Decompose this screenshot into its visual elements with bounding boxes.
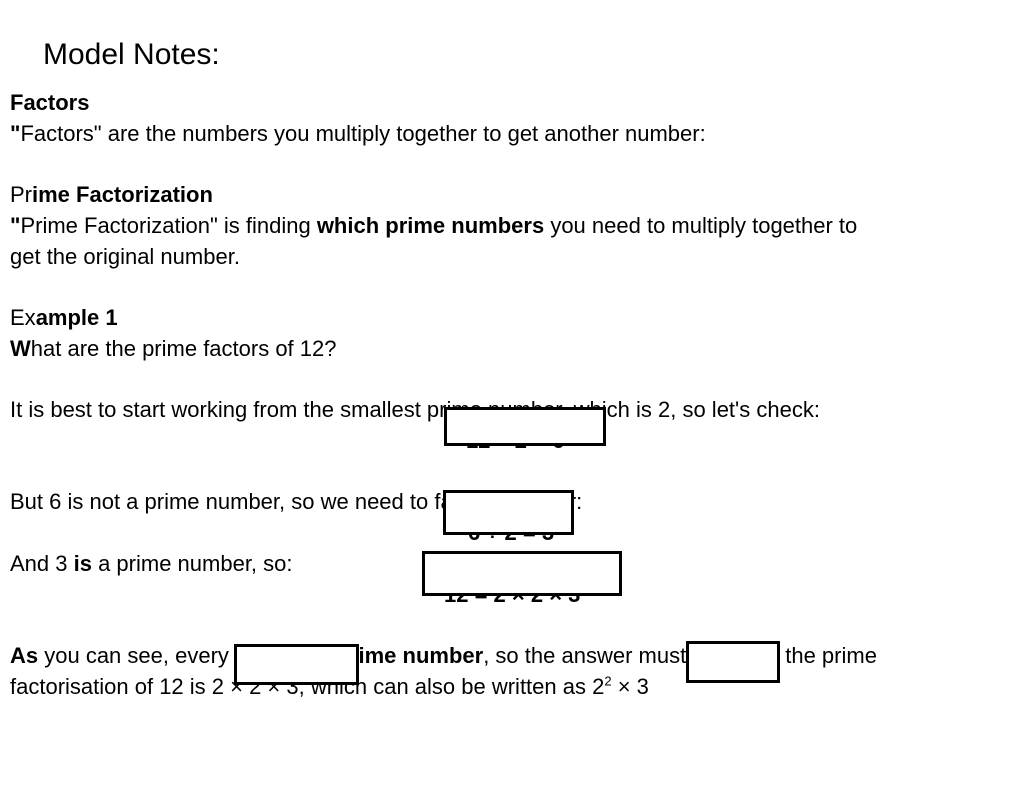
factors-heading-text: Factors — [10, 90, 90, 115]
opening-quote-mark: " — [10, 213, 21, 238]
page-title: Model Notes: — [43, 38, 220, 71]
prime-heading-pre: Pr — [10, 182, 32, 207]
factors-definition: "Factors" are the numbers you multiply t… — [10, 121, 706, 146]
prime-body-post: you need to multiply together to — [544, 213, 858, 238]
example-heading-pre: Ex — [10, 305, 36, 330]
step3-pre: And 3 — [10, 551, 74, 576]
example-step1: It is best to start working from the sma… — [10, 397, 820, 422]
example-question: What are the prime factors of 12? — [10, 336, 337, 362]
answer-cover-box[interactable] — [422, 551, 622, 596]
example-heading-bold: ample 1 — [35, 305, 118, 330]
conclusion-line2-post: × 3 — [611, 674, 649, 699]
prime-body-pre: "Prime Factorization" is finding — [10, 213, 317, 238]
answer-cover-box[interactable] — [234, 644, 359, 685]
answer-cover-box[interactable] — [444, 407, 606, 446]
prime-factorization-definition: "Prime Factorization" is finding which p… — [10, 213, 857, 239]
conclusion-exponent: 2 — [604, 673, 612, 689]
example-step3: And 3 is a prime number, so: — [10, 551, 293, 577]
prime-factorization-definition-line2: get the original number. — [10, 244, 240, 269]
prime-factorization-heading: Prime Factorization — [10, 182, 213, 208]
prime-body-bold: which prime numbers — [316, 213, 545, 238]
conclusion-bold-as: As — [10, 643, 39, 668]
answer-cover-box[interactable] — [686, 641, 780, 683]
step3-bold: is — [73, 551, 92, 576]
prime-heading-bold: ime Factorization — [32, 182, 213, 207]
opening-quote-mark: " — [10, 121, 21, 146]
conclusion-mid2: , so the answer must be right - the prim… — [483, 643, 877, 668]
example-question-rest: hat are the prime factors of 12? — [30, 336, 337, 361]
factors-heading: Factors — [10, 90, 89, 116]
example-heading: Example 1 — [10, 305, 118, 331]
conclusion-bold-prime: prime number — [336, 643, 484, 668]
example-question-first: W — [10, 336, 31, 361]
answer-cover-box[interactable] — [443, 490, 574, 535]
step3-post: a prime number, so: — [91, 551, 293, 576]
